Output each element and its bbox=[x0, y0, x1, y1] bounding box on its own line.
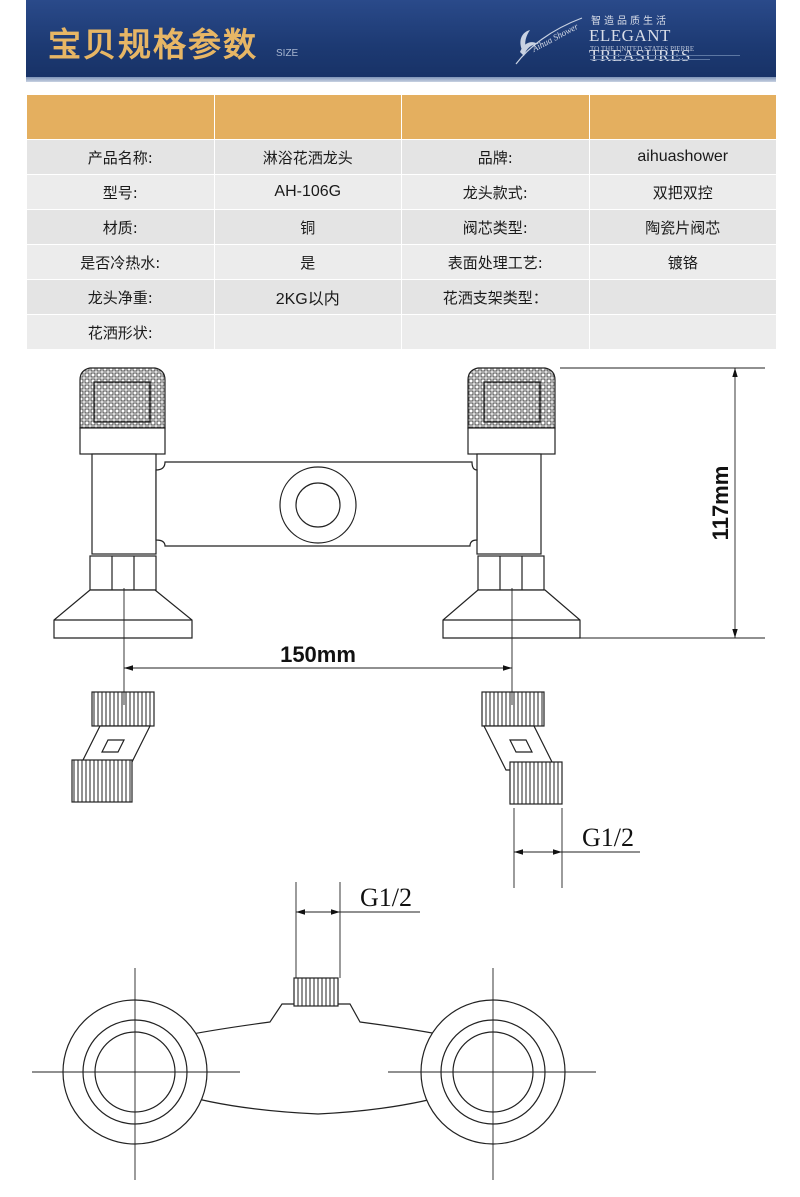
spec-label: 花洒支架类型： bbox=[401, 279, 590, 315]
spec-label: 花洒形状: bbox=[26, 314, 215, 350]
spec-label: 龙头净重: bbox=[26, 279, 215, 315]
table-header-cell bbox=[26, 94, 215, 140]
logo-text: Aihua Shower bbox=[529, 21, 580, 54]
tagline-cn: 智造品质生活 bbox=[591, 16, 669, 27]
thread-size-label: G1/2 bbox=[582, 823, 634, 852]
spec-label: 型号: bbox=[26, 174, 215, 210]
eccentric-connector bbox=[71, 691, 155, 803]
spec-label: 材质: bbox=[26, 209, 215, 245]
tagline-rule bbox=[590, 55, 740, 56]
spec-value: AH-106G bbox=[213, 174, 402, 210]
tagline-rule bbox=[590, 59, 710, 60]
spec-label bbox=[401, 314, 590, 350]
spec-label: 是否冷热水: bbox=[26, 244, 215, 280]
eccentric-connector bbox=[481, 691, 563, 805]
spec-label: 品牌: bbox=[401, 139, 590, 175]
escutcheon-flange bbox=[53, 589, 193, 639]
spec-label: 阀芯类型: bbox=[401, 209, 590, 245]
spec-value: 铜 bbox=[213, 209, 402, 245]
faucet-body bbox=[91, 453, 542, 555]
table-row: 产品名称: 淋浴花洒龙头 品牌: aihuashower bbox=[26, 139, 777, 175]
page-subtitle: SIZE bbox=[276, 48, 299, 59]
hex-nut bbox=[477, 555, 545, 591]
spacing-dimension-label: 150mm bbox=[280, 642, 356, 667]
table-row: 材质: 铜 阀芯类型: 陶瓷片阀芯 bbox=[26, 209, 777, 245]
escutcheon-flange bbox=[442, 589, 581, 639]
table-row: 花洒形状: bbox=[26, 314, 777, 350]
spec-value bbox=[588, 314, 777, 350]
spec-value: 双把双控 bbox=[588, 174, 777, 210]
spec-value bbox=[213, 314, 402, 350]
table-header-row bbox=[26, 94, 777, 140]
table-row: 型号: AH-106G 龙头款式: 双把双控 bbox=[26, 174, 777, 210]
spec-value: 镀铬 bbox=[588, 244, 777, 280]
spec-value: 是 bbox=[213, 244, 402, 280]
left-handle bbox=[79, 367, 166, 455]
table-header-cell bbox=[588, 94, 777, 140]
page-title: 宝贝规格参数 bbox=[48, 25, 258, 64]
spec-label: 产品名称: bbox=[26, 139, 215, 175]
spec-label: 龙头款式: bbox=[401, 174, 590, 210]
height-dimension-label: 117mm bbox=[708, 466, 733, 541]
tagline-sub: TO THE UNITED STATES PIERRE bbox=[590, 45, 695, 53]
table-header-cell bbox=[213, 94, 402, 140]
header-banner: 宝贝规格参数 SIZE Aihua Shower 智造品质生活 ELEGANT … bbox=[26, 0, 776, 82]
right-handle bbox=[467, 367, 556, 455]
table-row: 龙头净重: 2KG以内 花洒支架类型： bbox=[26, 279, 777, 315]
spec-value: 陶瓷片阀芯 bbox=[588, 209, 777, 245]
thread-size-label: G1/2 bbox=[360, 883, 412, 912]
spec-label: 表面处理工艺: bbox=[401, 244, 590, 280]
spec-table: 产品名称: 淋浴花洒龙头 品牌: aihuashower 型号: AH-106G… bbox=[26, 94, 777, 350]
technical-drawing: 150mm 117mm G1/2 G1/2 bbox=[32, 367, 765, 1180]
spec-value bbox=[588, 279, 777, 315]
table-row: 是否冷热水: 是 表面处理工艺: 镀铬 bbox=[26, 244, 777, 280]
brand-logo: Aihua Shower bbox=[515, 17, 583, 65]
table-header-cell bbox=[401, 94, 590, 140]
spec-value: 淋浴花洒龙头 bbox=[213, 139, 402, 175]
faucet-top-view bbox=[62, 977, 566, 1145]
spec-value: aihuashower bbox=[588, 139, 777, 175]
spec-value: 2KG以内 bbox=[213, 279, 402, 315]
hex-nut bbox=[89, 555, 157, 591]
